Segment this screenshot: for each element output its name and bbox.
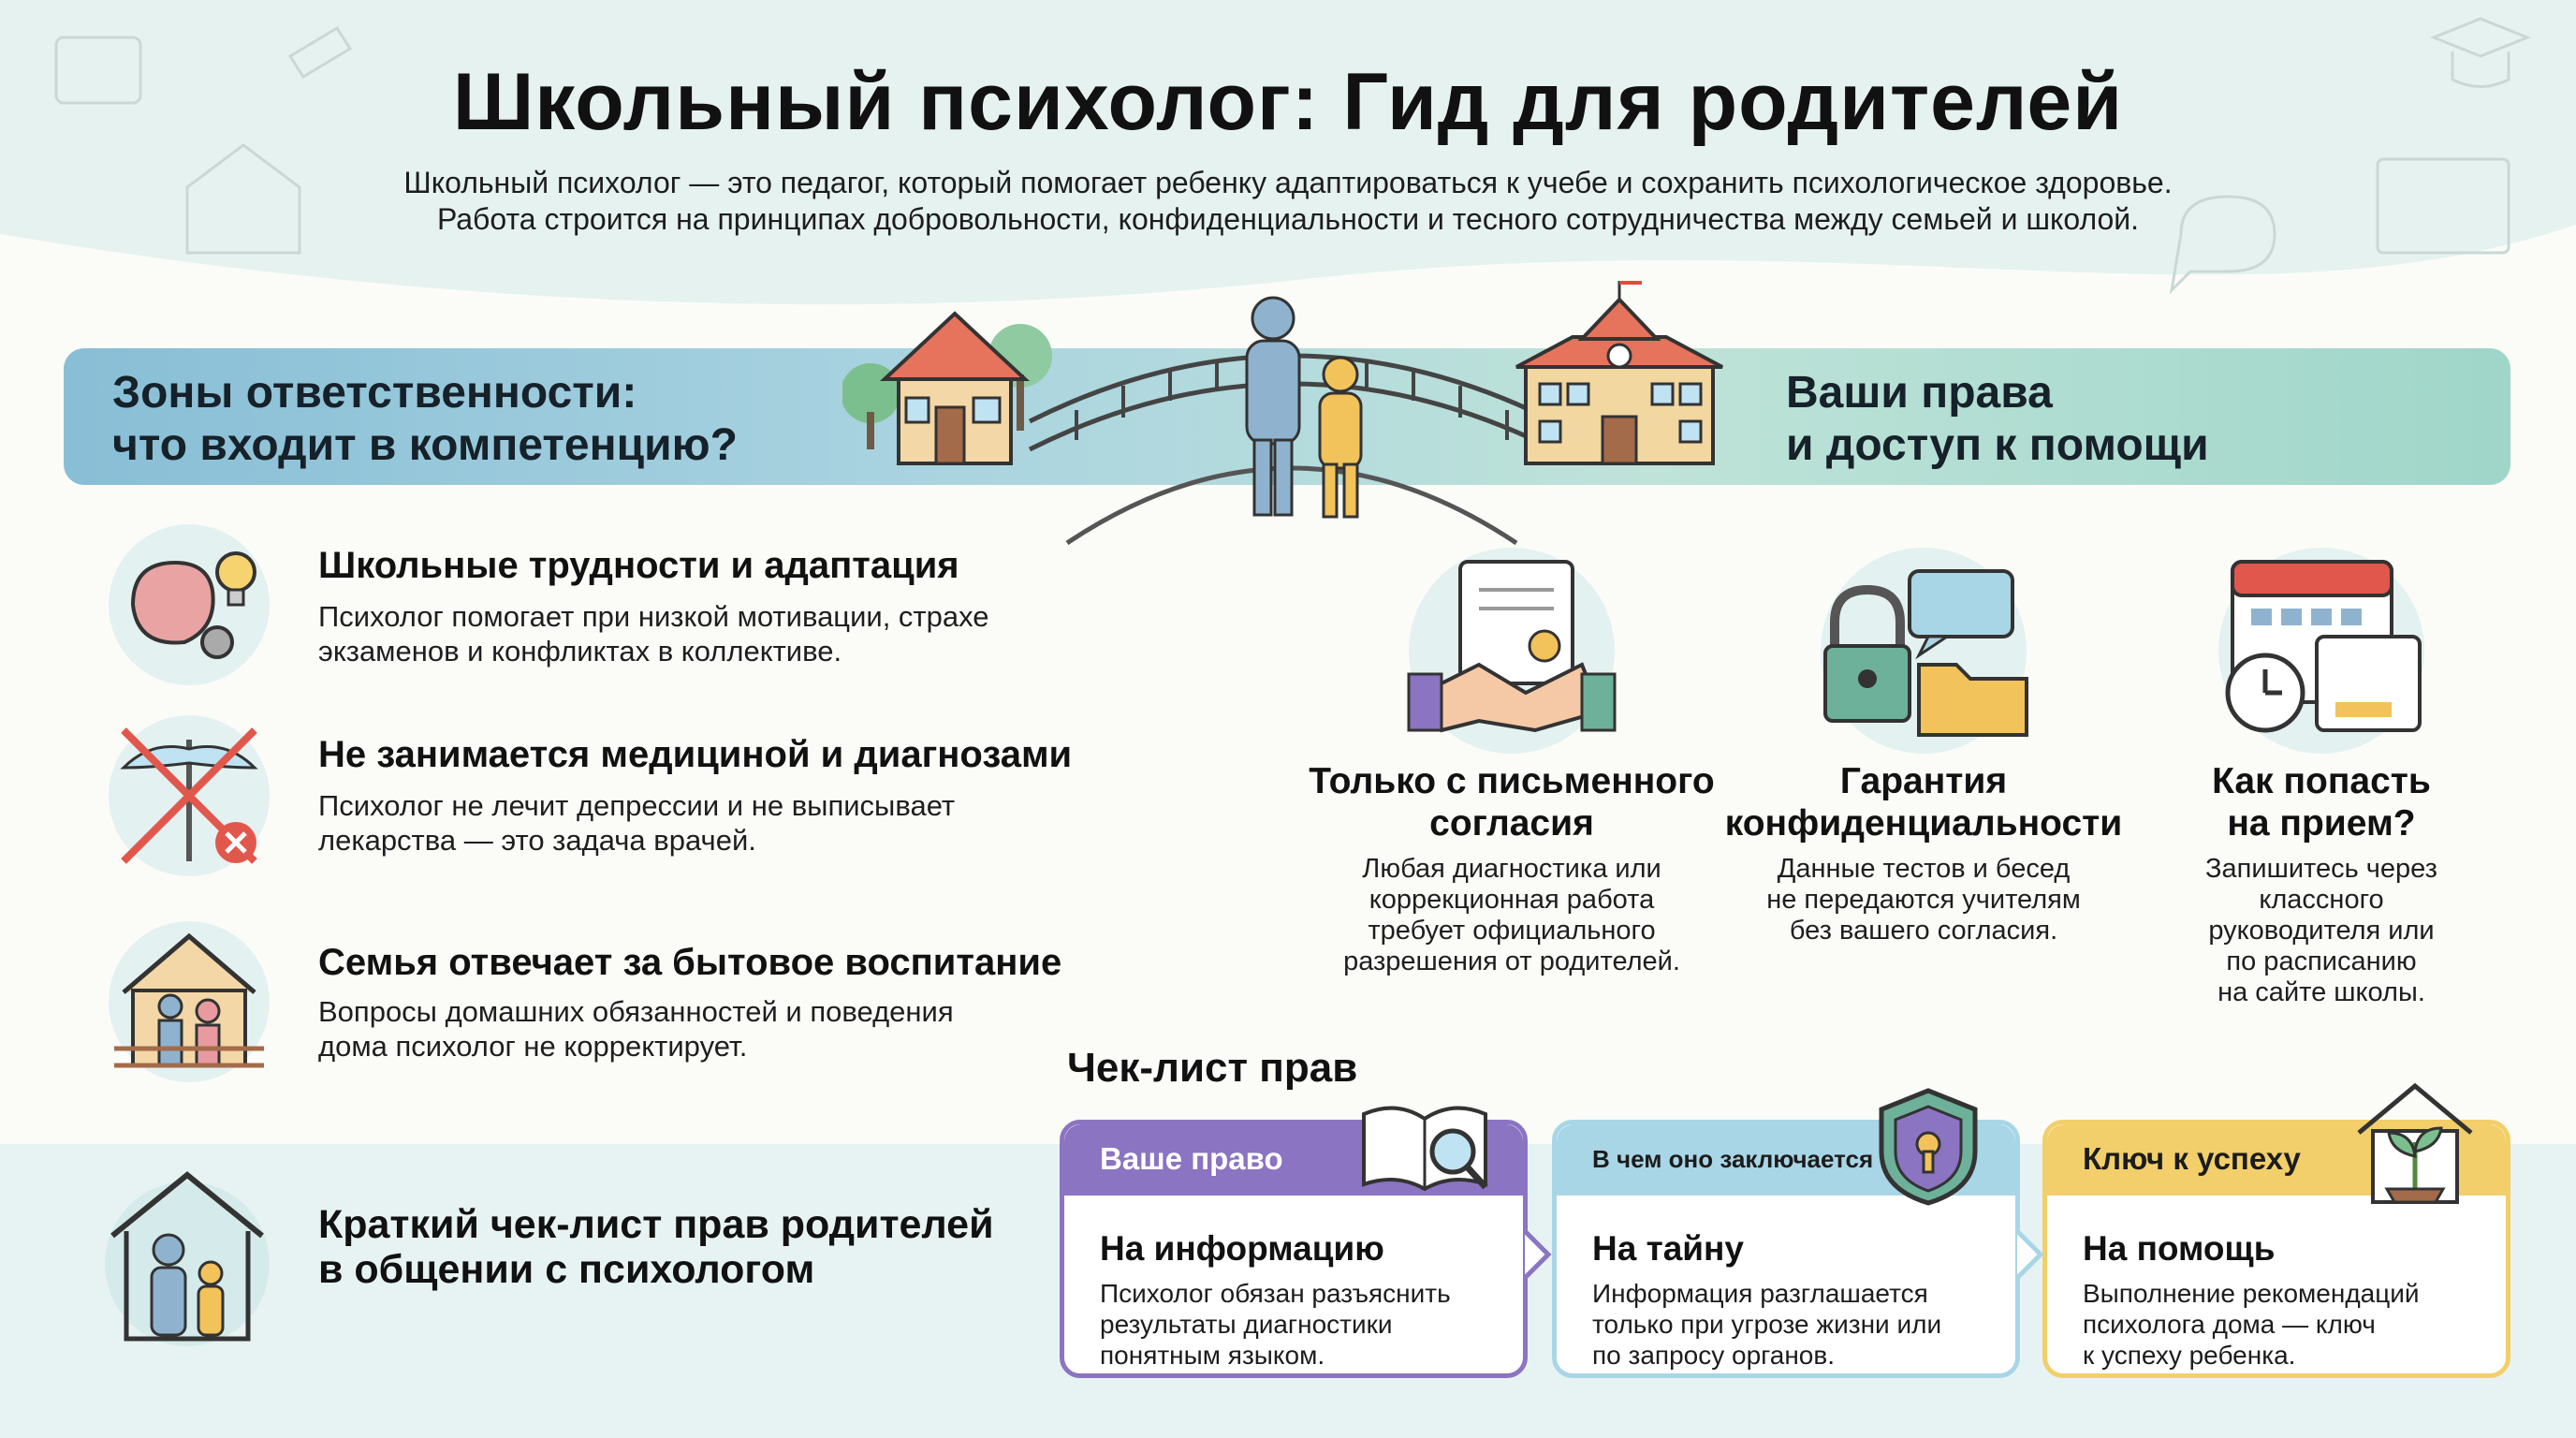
card-3-line1: Выполнение рекомендаций: [2083, 1279, 2420, 1308]
zone-3-text: Вопросы домашних обязанностей и поведени…: [318, 994, 954, 1064]
card-2-line3: по запросу органов.: [1592, 1341, 1836, 1370]
banner-right-line1: Ваши права: [1786, 368, 2053, 418]
banner-right-line2: и доступ к помощи: [1786, 420, 2209, 470]
school-building-icon: [1515, 281, 1723, 465]
right-2-text: Данные тестов и бесед не передаются учит…: [1704, 854, 2144, 946]
checklist-title: Чек-лист прав: [1067, 1045, 1358, 1091]
zone-1-text: Психолог помогает при низкой мотивации, …: [318, 599, 989, 668]
right-2-heading-line2: конфиденциальности: [1724, 803, 2123, 844]
header-background: [0, 0, 2576, 305]
graduation-cap-icon: [2429, 17, 2532, 88]
shield-lock-icon: [1879, 1088, 1978, 1206]
intro-text: Школьный психолог — это педагог, который…: [403, 166, 2173, 236]
card-1-line3: понятным языком.: [1100, 1341, 1325, 1370]
banner-left-line1: Зоны ответственности:: [112, 368, 637, 418]
right-1-line2: коррекционная работа: [1368, 885, 1655, 915]
card-2-text: Информация разглашается только при угроз…: [1592, 1278, 2004, 1371]
zone-3-line2: дома психолог не корректирует.: [318, 1030, 748, 1063]
right-1-icon-wrap: [1404, 543, 1619, 758]
right-3-heading-line2: на прием?: [2227, 803, 2416, 844]
right-3-line1: Запишитесь через: [2205, 854, 2437, 884]
right-3-line2: классного: [2259, 885, 2384, 915]
card-3-text: Выполнение рекомендаций психолога домa —…: [2083, 1278, 2495, 1371]
card-3-line3: к успеху ребенка.: [2083, 1341, 2296, 1370]
right-1-text: Любая диагностика или коррекционная рабо…: [1292, 854, 1732, 977]
bottom-heading-line2: в общении с психологом: [318, 1247, 815, 1292]
parent-child-icon: [1245, 296, 1363, 519]
zone-2-line1: Психолог не лечит депрессии и не выписыв…: [318, 789, 956, 822]
card-2-line2: только при угрозе жизни или: [1592, 1310, 1942, 1339]
card-3-heading: На помощь: [2083, 1229, 2276, 1268]
zone-3-icon-wrap: [105, 917, 273, 1086]
speech-bubble-icon: [2169, 195, 2276, 295]
right-3-line5: на сайте школы.: [2217, 977, 2425, 1007]
zone-3-line1: Вопросы домашних обязанностей и поведени…: [318, 995, 954, 1028]
right-2-heading-line1: Гарантия: [1839, 761, 2008, 801]
handshake-document-icon: [1407, 548, 1617, 754]
family-house-icon: [109, 921, 270, 1082]
card-2-heading: На тайну: [1592, 1229, 1744, 1268]
zone-1-icon-wrap: [105, 521, 273, 689]
ruler-icon: [54, 36, 142, 105]
right-2-heading: Гарантия конфиденциальности: [1704, 760, 2144, 844]
right-1-line1: Любая диагностика или: [1362, 854, 1661, 884]
pencil-icon: [287, 25, 353, 80]
card-1-heading: На информацию: [1100, 1229, 1384, 1268]
calendar-clock-icon: [2218, 548, 2424, 754]
zone-1-heading: Школьные трудности и адаптация: [318, 545, 959, 586]
open-book-doodle-icon: [2376, 157, 2510, 255]
right-1-heading-line2: согласия: [1429, 803, 1594, 844]
zone-1-line1: Психолог помогает при низкой мотивации, …: [318, 600, 989, 633]
house-doodle-icon: [185, 143, 301, 255]
right-2-icon-wrap: [1816, 543, 2031, 758]
card-1-line1: Психолог обязан разъяснить: [1100, 1279, 1451, 1308]
banner-left-line2: что входит в компетенцию?: [112, 420, 738, 470]
right-3-line3: руководителя или: [2208, 916, 2435, 946]
home-house-icon: [879, 311, 1031, 465]
card-3-tag: Ключ к успеху: [2083, 1141, 2301, 1176]
right-1-line3: требует официального: [1368, 916, 1656, 946]
right-2-line1: Данные тестов и бесед: [1777, 854, 2071, 884]
chevron-right-icon: [2015, 1229, 2044, 1280]
no-medicine-icon: [109, 715, 270, 876]
card-3-line2: психолога домa — ключ: [2083, 1310, 2376, 1339]
banner-right-heading: Ваши права и доступ к помощи: [1786, 367, 2209, 472]
bottom-icon-wrap: [94, 1161, 281, 1348]
right-1-heading: Только с письменного согласия: [1292, 760, 1732, 844]
zone-2-icon-wrap: [105, 712, 273, 880]
right-3-line4: по расписанию: [2226, 946, 2417, 976]
lock-folder-icon: [1821, 548, 2028, 754]
zone-2-heading: Не занимается медициной и диагнозами: [318, 734, 1073, 775]
right-3-heading-line1: Как попасть: [2212, 761, 2431, 801]
right-3-icon-wrap: [2214, 543, 2429, 758]
bottom-heading: Краткий чек-лист прав родителей в общени…: [318, 1202, 994, 1292]
right-1-line4: разрешения от родителей.: [1343, 946, 1680, 976]
card-1-tag: Ваше право: [1100, 1141, 1283, 1176]
card-2-tag: В чем оно заключается: [1592, 1145, 1874, 1173]
zone-1-line2: экзаменов и конфликтах в коллективе.: [318, 635, 842, 668]
brain-lightbulb-icon: [109, 524, 270, 685]
house-plant-icon: [2357, 1082, 2473, 1204]
book-magnifier-icon: [1362, 1106, 1488, 1192]
card-1-text: Психолог обязан разъяснить результаты ди…: [1100, 1278, 1512, 1371]
right-3-heading: Как попасть на прием?: [2101, 760, 2541, 844]
card-1-line2: результаты диагностики: [1100, 1310, 1393, 1339]
banner-left-heading: Зоны ответственности: что входит в компе…: [112, 367, 738, 472]
right-2-line3: без вашего согласия.: [1789, 916, 2058, 946]
zone-2-line2: лекарства — это задача врачей.: [318, 824, 756, 857]
page-title: Школьный психолог: Гид для родителей: [452, 57, 2124, 147]
chevron-right-icon: [1523, 1229, 1552, 1280]
house-parent-child-icon: [105, 1171, 270, 1346]
bottom-heading-line1: Краткий чек-лист прав родителей: [318, 1202, 994, 1247]
zone-3-heading: Семья отвечает за бытовое воспитание: [318, 942, 1062, 983]
right-3-text: Запишитесь через классного руководителя …: [2101, 854, 2541, 1008]
zone-2-text: Психолог не лечит депрессии и не выписыв…: [318, 788, 955, 858]
right-1-heading-line1: Только с письменного: [1309, 761, 1715, 801]
card-2-line1: Информация разглашается: [1592, 1279, 1928, 1308]
bridge-illustration: [842, 281, 1723, 546]
right-2-line2: не передаются учителям: [1766, 885, 2081, 915]
